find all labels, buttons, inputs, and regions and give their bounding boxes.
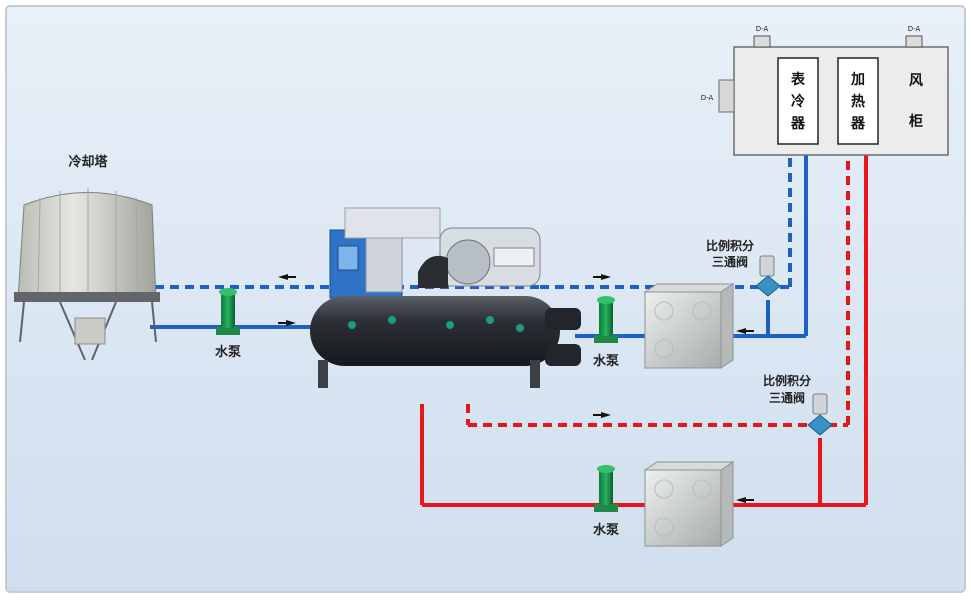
three-way-valve-1 bbox=[755, 255, 781, 297]
cabinet-char-2: 柜 bbox=[909, 113, 923, 130]
pump-3 bbox=[594, 465, 618, 512]
sensor-side-label: D-A bbox=[701, 94, 714, 102]
valve-2-label-line2: 三通阀 bbox=[769, 390, 805, 405]
pump-2 bbox=[594, 296, 618, 343]
heater-char-2: 热 bbox=[851, 93, 865, 110]
heater-char-3: 器 bbox=[850, 116, 866, 132]
three-way-valve-2 bbox=[807, 393, 833, 436]
pump-2-label: 水泵 bbox=[593, 353, 619, 369]
cooler-char-2: 冷 bbox=[791, 93, 805, 110]
sensor-top-right bbox=[905, 35, 923, 48]
sensor-top-right-label: D-A bbox=[908, 25, 921, 33]
valve-1-label-line2: 三通阀 bbox=[712, 254, 748, 269]
cooling-tower-label: 冷却塔 bbox=[68, 154, 108, 170]
chiller-unit bbox=[310, 207, 581, 388]
cooler-char-1: 表 bbox=[790, 71, 806, 88]
cabinet-char-1: 风 bbox=[909, 73, 923, 89]
sensor-top-left-label: D-A bbox=[756, 25, 769, 33]
cooling-tower: 冷却塔 bbox=[14, 154, 160, 361]
pump-1-label: 水泵 bbox=[215, 344, 241, 360]
valve-1-label-line1: 比例积分 bbox=[706, 238, 754, 253]
tank-upper bbox=[643, 283, 735, 369]
heater-char-1: 加 bbox=[850, 72, 865, 88]
flow-arrows bbox=[278, 274, 754, 503]
air-cabinet: 表 冷 器 加 热 器 风 柜 bbox=[718, 46, 949, 156]
pump-3-label: 水泵 bbox=[593, 522, 619, 538]
sensor-top-left bbox=[753, 35, 771, 48]
pump-1 bbox=[216, 288, 240, 335]
cooler-char-3: 器 bbox=[790, 116, 806, 132]
valve-2-label-line1: 比例积分 bbox=[763, 373, 811, 388]
tank-lower bbox=[643, 461, 735, 547]
red-pipes bbox=[420, 148, 868, 507]
